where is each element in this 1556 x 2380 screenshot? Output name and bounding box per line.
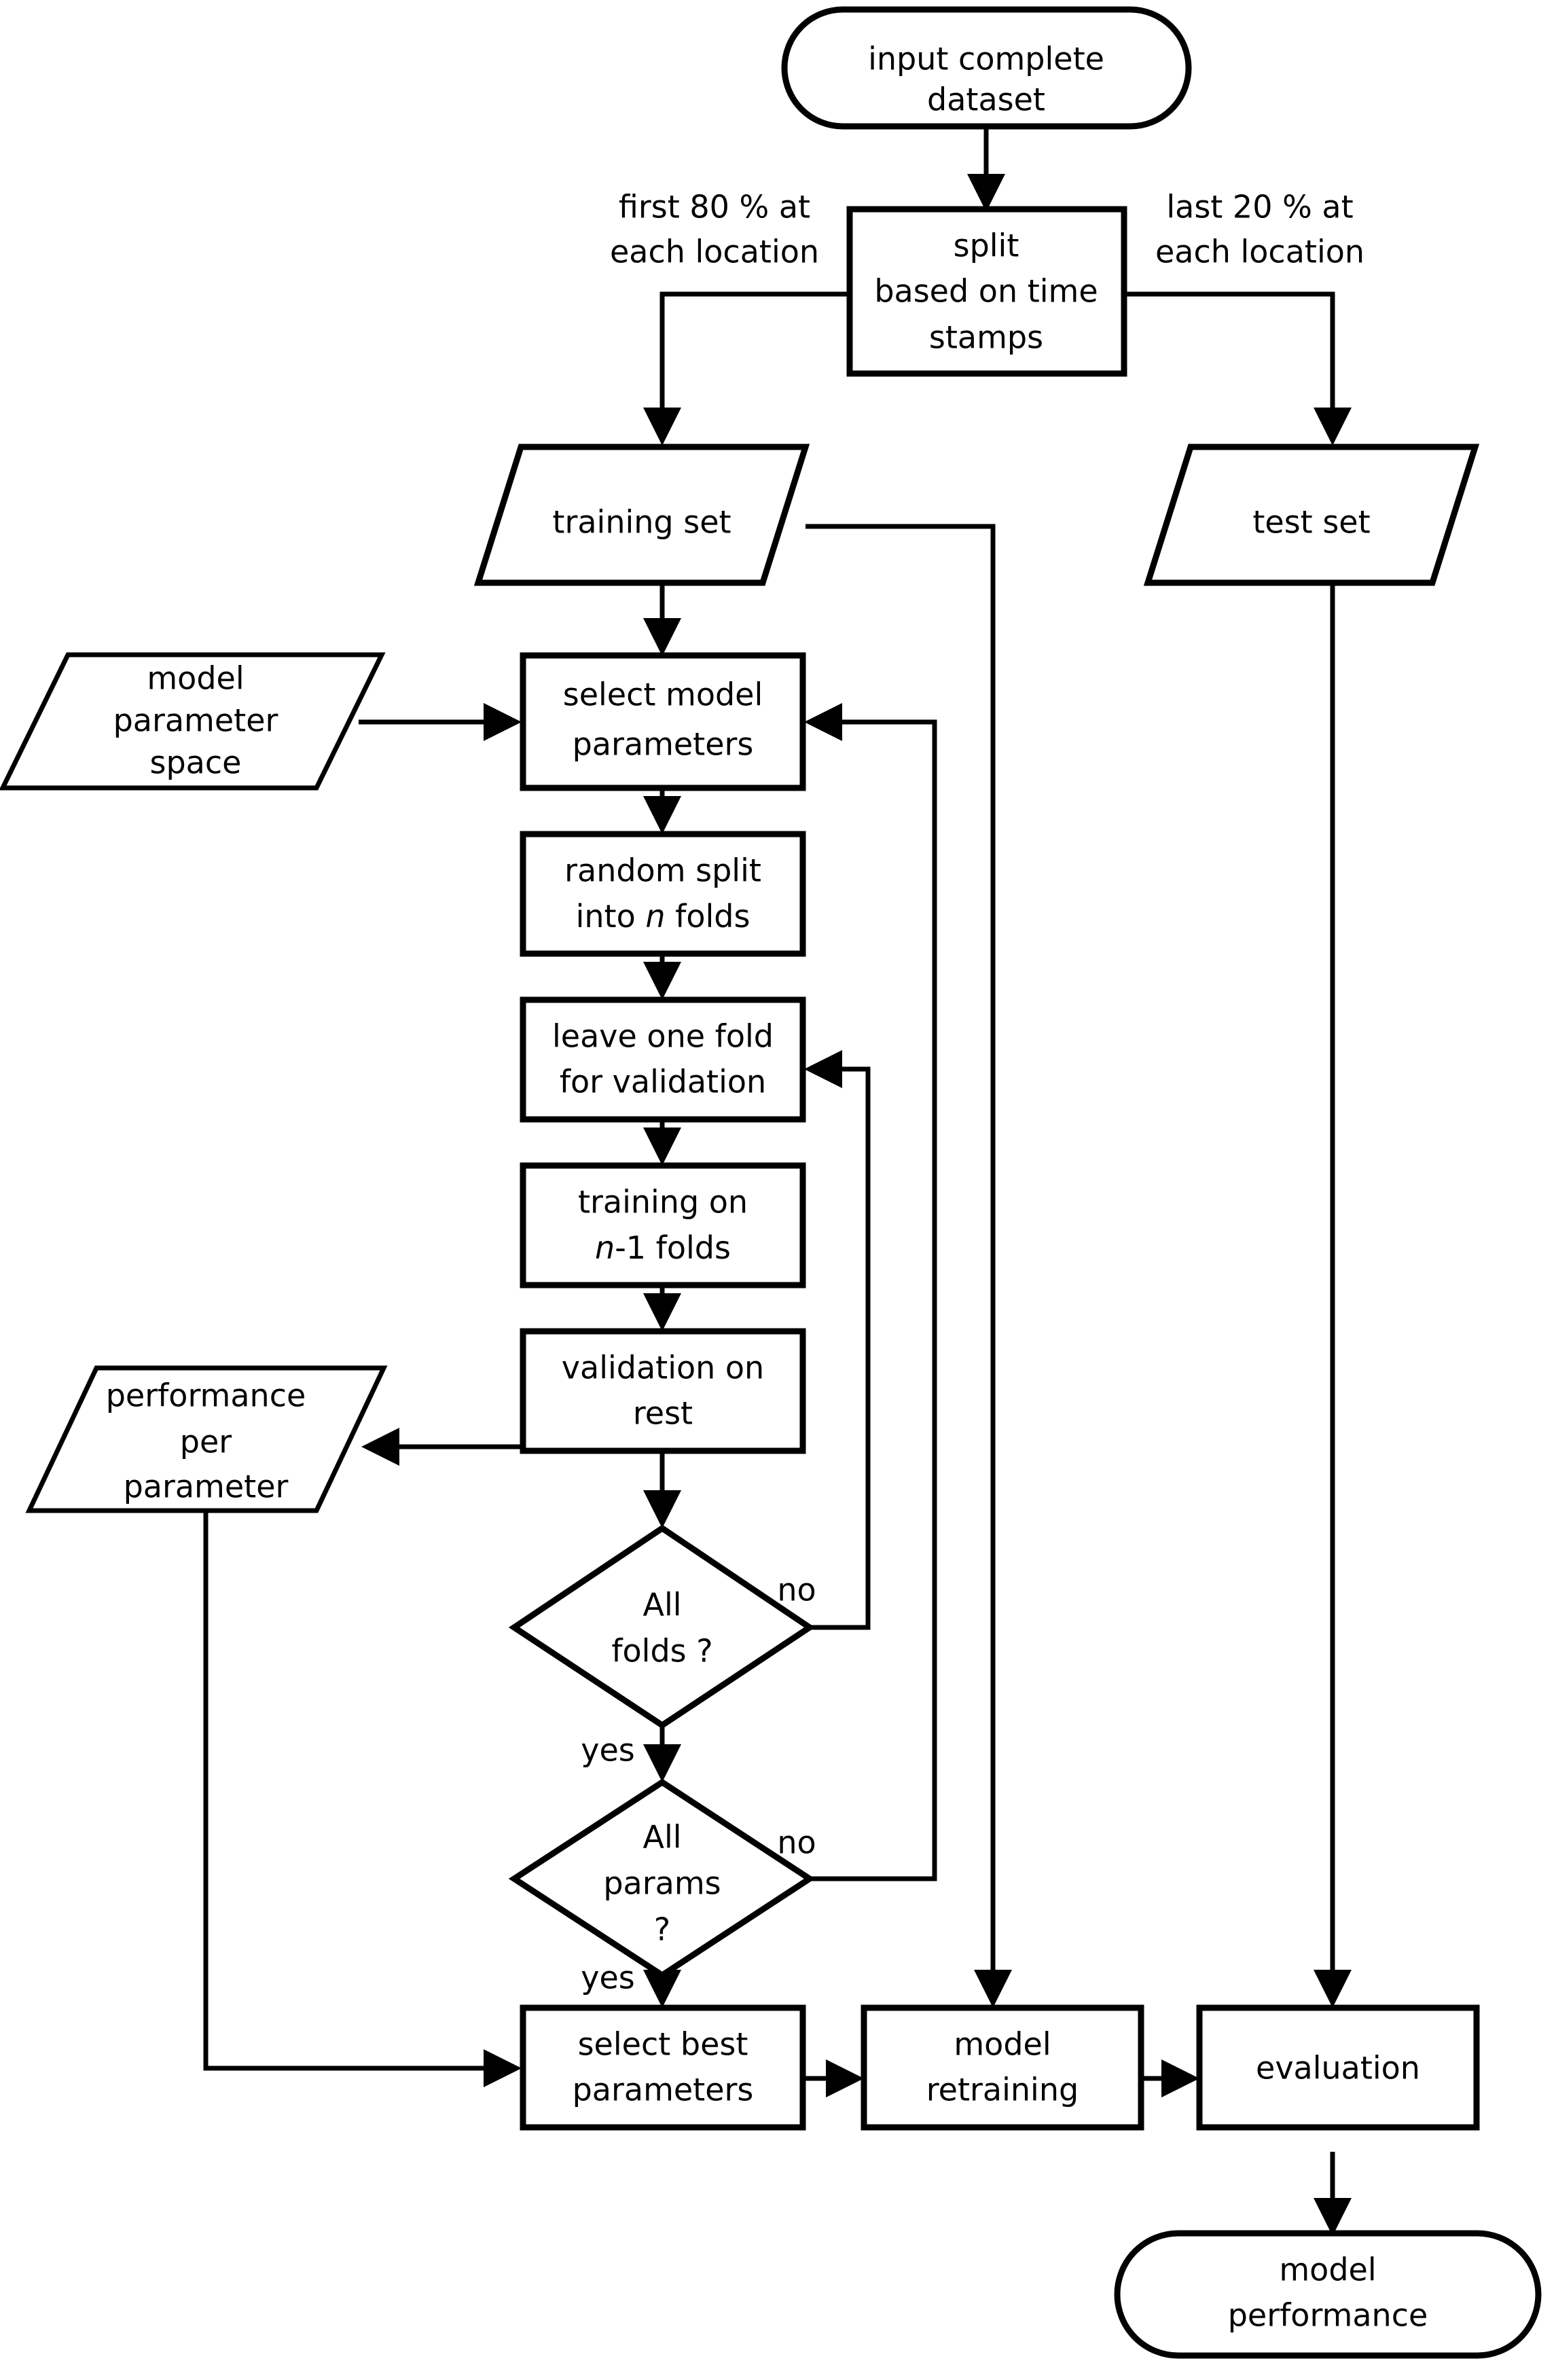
node-performance-per-parameter[interactable]: performance per parameter	[25, 1365, 388, 1513]
node-label-validation-rest-line1: validation on	[562, 1350, 764, 1386]
node-label-all-params-line3: ?	[654, 1911, 670, 1948]
node-label-model-performance-line2: performance	[1228, 2297, 1428, 2334]
edge-training-set-to-model-retraining	[806, 524, 1012, 2008]
tf-n: n	[595, 1229, 615, 1266]
node-label-all-folds-line1: All	[643, 1587, 681, 1623]
node-label-performance-line2: per	[180, 1424, 232, 1460]
node-label-all-folds-line2: folds ?	[611, 1633, 712, 1670]
node-label-retraining-line1: model	[954, 2026, 1051, 2063]
node-input-complete-dataset[interactable]: input complete dataset	[781, 6, 1192, 130]
node-select-model-parameters[interactable]: select model parameters	[520, 652, 806, 791]
node-label-select-params-line1: select model	[563, 677, 763, 713]
edge-label-all-params-no: no	[777, 1824, 816, 1861]
edge-retraining-to-evaluation	[1141, 2059, 1199, 2097]
node-decision-all-params[interactable]: All params ?	[508, 1778, 816, 1979]
node-label-model-performance-line1: model	[1279, 2252, 1376, 2288]
edge-input-to-split	[967, 126, 1005, 212]
edge-select-best-to-retraining	[803, 2059, 864, 2097]
node-label-test-set: test set	[1252, 504, 1370, 541]
edge-test-set-to-evaluation	[1314, 583, 1352, 2008]
edge-random-split-to-leave-fold	[643, 954, 681, 1000]
node-label-leave-fold-line1: leave one fold	[552, 1018, 774, 1055]
node-label-split-line1: split	[954, 228, 1019, 264]
edge-label-first-80-percent: first 80 % at each location	[610, 189, 819, 270]
node-validation-on-rest[interactable]: validation on rest	[520, 1328, 806, 1454]
edge-label-all-folds-no: no	[777, 1572, 816, 1608]
node-label-all-params-line2: params	[603, 1865, 721, 1902]
tf-b: -1 folds	[615, 1229, 731, 1266]
node-label-performance-line3: parameter	[124, 1468, 289, 1505]
rs-b: folds	[666, 898, 750, 935]
node-leave-one-fold-for-validation[interactable]: leave one fold for validation	[520, 996, 806, 1123]
edge-label-first-80-line1: first 80 % at	[619, 189, 810, 226]
edge-label-last-20-line2: each location	[1155, 234, 1364, 270]
node-label-param-space-line2: parameter	[113, 702, 278, 739]
edge-label-all-folds-yes: yes	[581, 1732, 635, 1769]
node-label-param-space-line1: model	[147, 660, 244, 697]
node-random-split-into-n-folds[interactable]: random split into n folds	[520, 831, 806, 957]
edge-evaluation-to-model-performance	[1314, 2152, 1352, 2236]
edge-param-space-to-select-params	[359, 703, 522, 741]
node-label-training-set: training set	[552, 504, 731, 541]
node-label-evaluation: evaluation	[1256, 2050, 1420, 2087]
node-label-input-line2: dataset	[927, 82, 1045, 118]
node-label-leave-fold-line2: for validation	[560, 1064, 766, 1100]
node-label-training-folds-line2: n-1 folds	[595, 1229, 731, 1266]
node-label-retraining-line2: retraining	[926, 2072, 1079, 2108]
rs-n: n	[645, 898, 665, 935]
node-label-split-line2: based on time	[874, 273, 1098, 310]
node-training-set[interactable]: training set	[473, 444, 810, 586]
edge-label-first-80-line2: each location	[610, 234, 819, 270]
edge-training-set-to-select-params	[643, 583, 681, 656]
edge-all-folds-yes	[643, 1725, 681, 1782]
node-label-training-folds-line1: training on	[578, 1184, 748, 1221]
edge-label-last-20-percent: last 20 % at each location	[1155, 189, 1364, 270]
edge-performance-to-select-best	[203, 1511, 522, 2087]
node-label-param-space-line3: space	[150, 744, 242, 781]
node-label-select-params-line2: parameters	[573, 726, 754, 763]
node-split-based-on-time-stamps[interactable]: split based on time stamps	[846, 206, 1127, 377]
node-model-performance[interactable]: model performance	[1114, 2230, 1542, 2359]
node-evaluation[interactable]: evaluation	[1196, 2004, 1480, 2131]
edge-label-last-20-line1: last 20 % at	[1166, 189, 1353, 226]
node-label-select-best-line1: select best	[578, 2026, 748, 2063]
edge-leave-fold-to-training	[643, 1119, 681, 1166]
edge-validation-to-performance	[361, 1428, 522, 1466]
edge-training-to-validation	[643, 1285, 681, 1331]
node-label-split-line3: stamps	[929, 319, 1043, 356]
node-select-best-parameters[interactable]: select best parameters	[520, 2004, 806, 2131]
node-decision-all-folds[interactable]: All folds ?	[508, 1524, 816, 1729]
node-label-validation-rest-line2: rest	[633, 1395, 693, 1432]
node-label-random-split-line1: random split	[564, 852, 761, 889]
edge-split-to-test-set	[1124, 291, 1352, 446]
node-label-select-best-line2: parameters	[573, 2072, 754, 2108]
node-label-random-split-line2: into n folds	[576, 898, 750, 935]
edge-label-all-params-yes: yes	[581, 1960, 635, 1996]
edge-split-to-training-set	[643, 291, 850, 446]
edge-all-params-no-loop	[759, 703, 937, 1881]
node-model-parameter-space[interactable]: model parameter space	[0, 652, 386, 791]
node-label-performance-line1: performance	[106, 1377, 306, 1414]
rs-a: into	[576, 898, 646, 935]
node-model-retraining[interactable]: model retraining	[861, 2004, 1144, 2131]
edge-select-params-to-random-split	[643, 788, 681, 834]
node-label-input-line1: input complete	[868, 41, 1104, 77]
edge-validation-to-all-folds	[643, 1451, 681, 1528]
node-test-set[interactable]: test set	[1143, 444, 1480, 586]
node-training-on-n-minus-1-folds[interactable]: training on n-1 folds	[520, 1162, 806, 1288]
node-label-all-params-line1: All	[643, 1819, 681, 1856]
